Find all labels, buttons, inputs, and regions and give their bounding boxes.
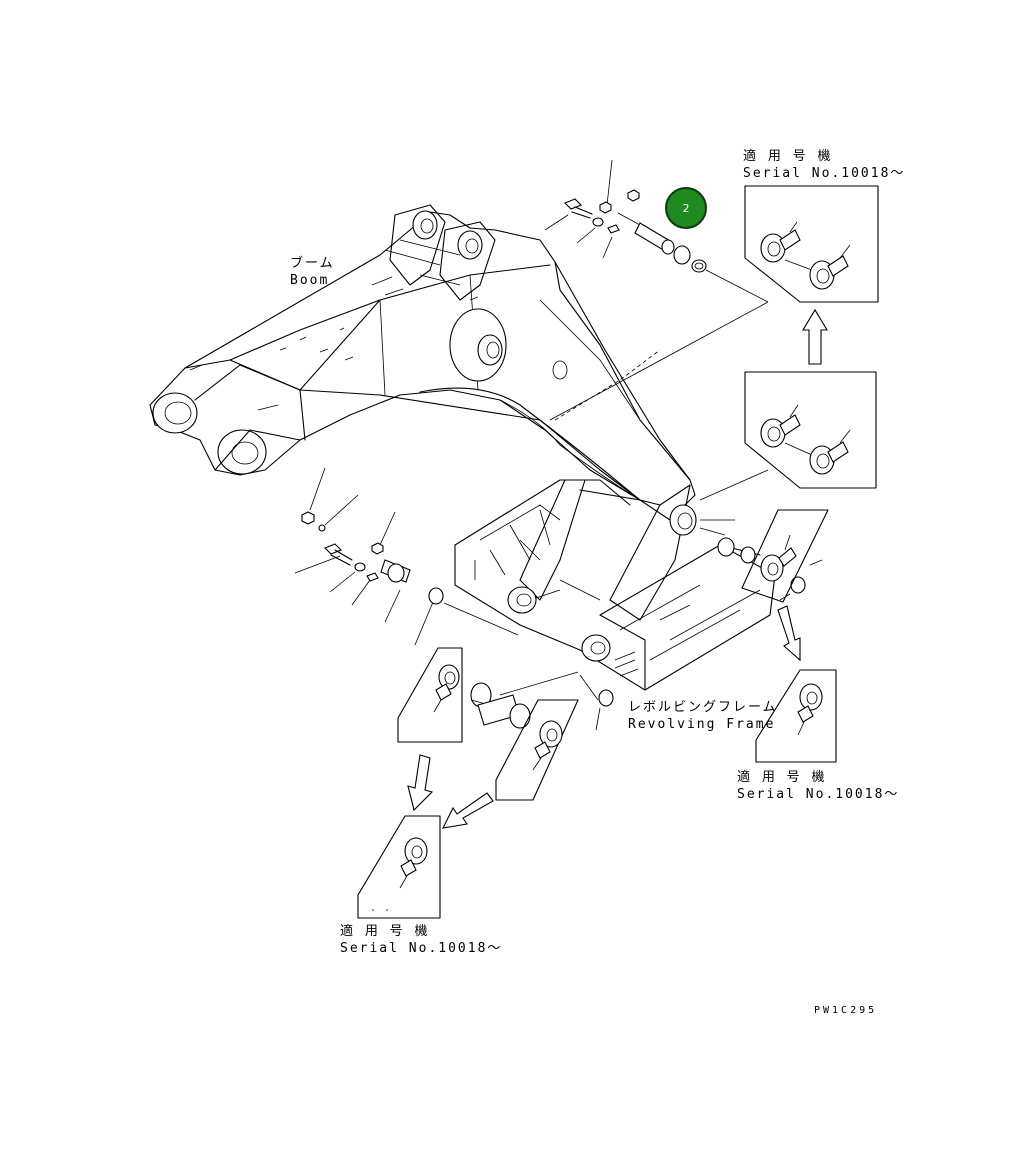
boom-drawing — [149, 204, 696, 521]
inset-right-middle — [699, 371, 877, 501]
frame-label-jp: レボルビングフレーム — [628, 700, 778, 715]
inset-right-frame — [741, 509, 829, 603]
frame-label-en: Revolving Frame — [628, 717, 776, 732]
revolving-frame-drawing — [454, 479, 776, 691]
inset-middle-lower — [495, 699, 579, 801]
serial-label-jp-top: 適 用 号 機 — [743, 149, 833, 164]
inset-left-lower — [397, 647, 531, 743]
serial-label-en-bottom: Serial No.10018～ — [340, 941, 503, 956]
arrow-down — [407, 754, 434, 812]
callout-2[interactable]: 2 — [665, 187, 707, 229]
serial-label-en-top: Serial No.10018～ — [743, 166, 906, 181]
drawing-code: PW1C295 — [814, 1005, 878, 1016]
inset-right-lower — [755, 669, 837, 763]
arrow-up — [802, 308, 828, 365]
inset-bottom — [357, 815, 441, 919]
top-pin-assembly — [544, 159, 769, 421]
inset-top-right — [744, 185, 879, 303]
boom-label-en: Boom — [290, 273, 330, 288]
serial-label-en-right: Serial No.10018～ — [737, 787, 900, 802]
serial-label-jp-bottom: 適 用 号 機 — [340, 924, 430, 939]
arrow-down-right — [777, 605, 801, 662]
lower-left-parts — [294, 467, 823, 731]
arrow-down-left — [442, 792, 494, 829]
boom-label-jp: ブーム — [290, 256, 335, 271]
serial-label-jp-right: 適 用 号 機 — [737, 770, 827, 785]
callout-2-number: 2 — [682, 201, 690, 215]
